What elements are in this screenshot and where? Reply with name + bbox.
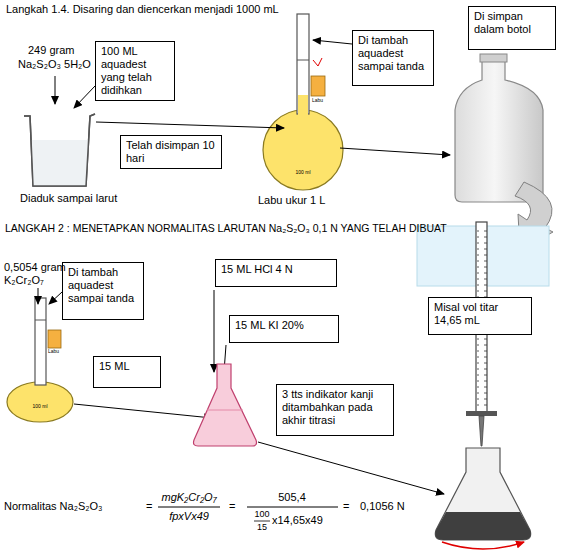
callout-box: 15 ML HCl 4 N	[215, 259, 337, 287]
text-label: fpxVx49	[169, 510, 209, 523]
flask-liquid	[298, 95, 308, 117]
beaker-outline	[24, 114, 95, 186]
flask-tag-mark	[313, 58, 322, 66]
reagent-arrow	[214, 290, 215, 372]
box-text: 15 ML KI 20%	[235, 319, 333, 332]
flask-mark	[35, 320, 46, 321]
process-arrow	[258, 442, 444, 494]
text-label: Diaduk sampai larut	[20, 192, 117, 205]
callout-box: Di simpan dalam botol	[468, 6, 556, 50]
leader-arrow	[313, 40, 352, 44]
swirl-arrow	[442, 542, 524, 549]
callout-box: 15 ML KI 20%	[229, 315, 339, 343]
burette-tip	[479, 416, 484, 446]
box-text: 15 ML HCl 4 N	[221, 263, 331, 276]
burette-stopcock	[466, 411, 497, 416]
text-label: x14,65x49	[272, 514, 323, 527]
box-text: Di tambah aquadest sampai tanda	[358, 34, 428, 73]
leader-arrow	[49, 292, 62, 304]
box-text: 15 ML	[99, 360, 155, 373]
flask-liquid-line	[207, 410, 243, 411]
fraction-bar	[247, 507, 338, 508]
text-label: 100 ml	[32, 404, 47, 410]
text-label: Labu	[48, 349, 59, 355]
callout-box: Di tambah aquadest sampai tanda	[352, 30, 434, 86]
storage-bottle	[455, 58, 543, 202]
text-label: Labu	[312, 98, 323, 104]
box-text: Di simpan dalam botol	[474, 10, 550, 36]
box-text: Di tambah aquadest sampai tanda	[68, 266, 138, 305]
fraction-bar	[158, 507, 220, 508]
callout-box: Misal vol titar 14,65 mL	[428, 297, 532, 335]
callout-box: Telah disimpan 10 hari	[120, 135, 222, 169]
volumetric-flask-bulb	[7, 382, 73, 422]
text-label: K₂Cr₂O₇	[4, 274, 44, 287]
text-label: 505,4	[278, 491, 306, 504]
box-text: Telah disimpan 10 hari	[126, 139, 216, 165]
box-text: Misal vol titar 14,65 mL	[434, 301, 526, 327]
flask-tag	[48, 330, 61, 348]
text-label: =	[229, 500, 235, 513]
volumetric-flask-bulb	[263, 110, 343, 190]
text-label: 0,5054 gram	[4, 261, 66, 274]
process-arrow	[74, 404, 212, 418]
fraction-bar	[254, 521, 270, 522]
text-label: Normalitas Na₂S₂O₃	[4, 500, 103, 513]
text-label: LANGKAH 2 : MENETAPKAN NORMALITAS LARUTA…	[5, 222, 447, 234]
text-label: =	[343, 500, 349, 513]
text-label: 100	[254, 509, 269, 519]
erlenmeyer-flask	[194, 364, 257, 446]
flask-mark	[297, 60, 309, 61]
diagram-title: Langkah 1.4. Disaring dan diencerkan men…	[6, 3, 279, 16]
leader-arrow	[38, 288, 39, 304]
titration-liquid	[435, 512, 530, 540]
text-label: Na₂S₂O₃ 5H₂O	[18, 58, 91, 71]
box-text: 100 ML aquadest yang telah didihkan	[101, 45, 169, 97]
process-arrow	[96, 122, 284, 128]
callout-box: 15 ML	[93, 356, 161, 388]
leader-arrow	[74, 86, 95, 108]
callout-box: 100 ML aquadest yang telah didihkan	[95, 41, 175, 101]
callout-box: Di tambah aquadest sampai tanda	[62, 262, 144, 320]
leader-arrow	[55, 76, 56, 104]
beaker	[24, 114, 95, 186]
text-label: 0,1056 N	[360, 500, 405, 513]
text-label: 249 gram	[28, 44, 74, 57]
process-arrow	[340, 148, 450, 155]
titration-flask	[435, 448, 530, 540]
beaker-liquid	[32, 140, 89, 186]
bottle-neck	[480, 54, 507, 62]
text-label: 15	[257, 522, 267, 532]
text-label: =	[146, 500, 152, 513]
text-label: 100 ml	[295, 170, 310, 176]
text-label: Labu ukur 1 L	[258, 194, 325, 207]
flask-tag	[311, 76, 325, 96]
box-text: 3 tts indikator kanji ditambahkan pada a…	[282, 388, 388, 427]
text-label: mgK₂Cr₂O₇	[161, 491, 216, 504]
callout-box: 3 tts indikator kanji ditambahkan pada a…	[276, 384, 394, 436]
volumetric-flask-neck	[35, 298, 46, 385]
